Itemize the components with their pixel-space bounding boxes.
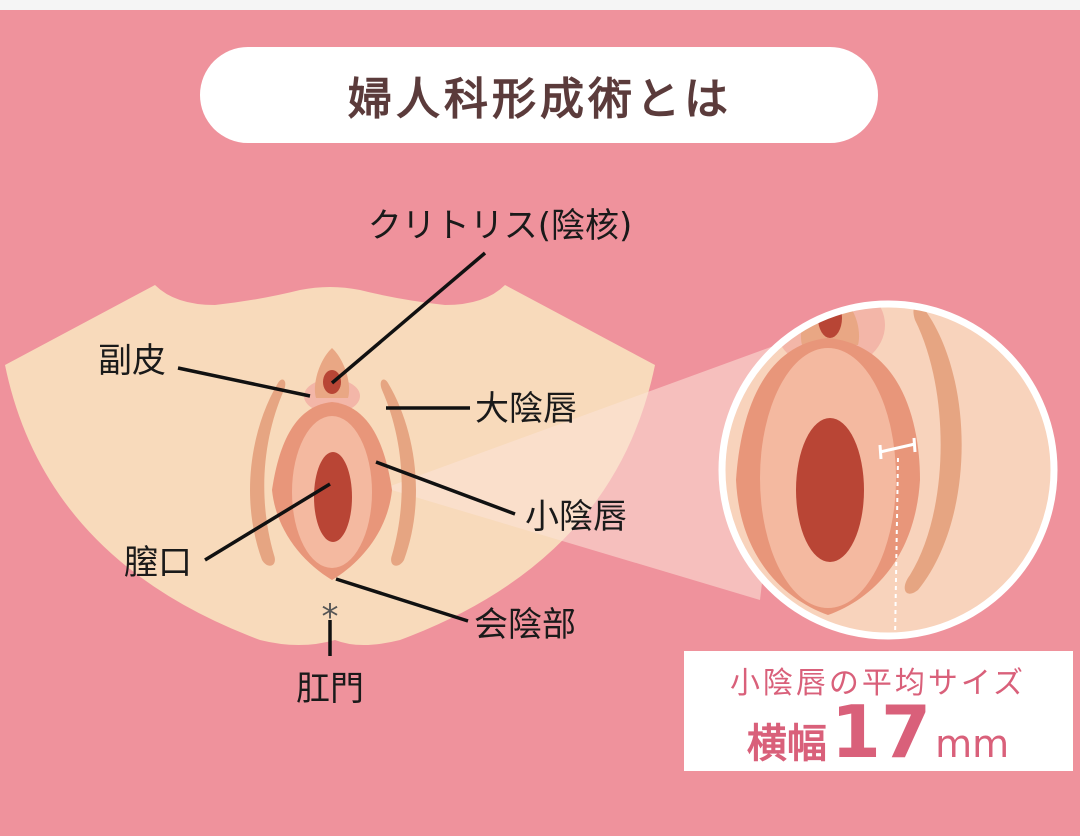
size-caption: 小陰唇の平均サイズ [730, 666, 1026, 701]
label-anus: 肛門 [296, 669, 364, 709]
label-labia-minora: 小陰唇 [525, 497, 627, 537]
label-perineum: 会陰部 [474, 605, 576, 645]
leader-lines [177, 251, 516, 656]
anus-star-icon: * [322, 597, 339, 637]
size-unit: mm [935, 722, 1009, 766]
top-strip [0, 0, 1080, 10]
label-clitoris: クリトリス(陰核) [368, 206, 633, 246]
width-measure-marker [878, 437, 917, 641]
title-banner: 婦人科形成術とは [200, 47, 878, 143]
page-title: 婦人科形成術とは [348, 74, 732, 125]
label-labia-majora: 大陰唇 [475, 389, 577, 429]
anatomy-illustration [250, 348, 416, 580]
magnified-view [718, 300, 1058, 641]
label-prepuce: 副皮 [98, 341, 166, 381]
label-vaginal-opening: 膣口 [124, 543, 192, 583]
magnify-beam [385, 340, 790, 600]
size-measure-label: 横幅 [747, 721, 827, 767]
size-value: 17 [831, 690, 931, 774]
